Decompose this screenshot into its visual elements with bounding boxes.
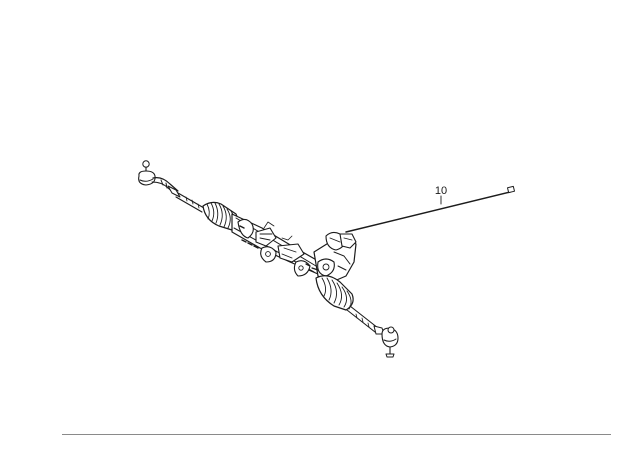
right-tie-rod[interactable] (346, 305, 379, 333)
left-tie-rod[interactable] (175, 192, 205, 213)
steering-rack-assembly[interactable] (138, 160, 399, 358)
left-tie-rod-end[interactable] (138, 160, 181, 198)
steering-gear-motor[interactable] (305, 231, 357, 283)
callout-label: 10 (435, 185, 447, 197)
rack-housing[interactable] (231, 213, 321, 277)
right-bellows-boot[interactable] (315, 275, 354, 311)
callout-10[interactable]: 10 (435, 185, 447, 205)
bottom-divider (62, 434, 611, 435)
wiring-lead[interactable] (345, 185, 516, 233)
right-tie-rod-end[interactable] (373, 325, 399, 358)
